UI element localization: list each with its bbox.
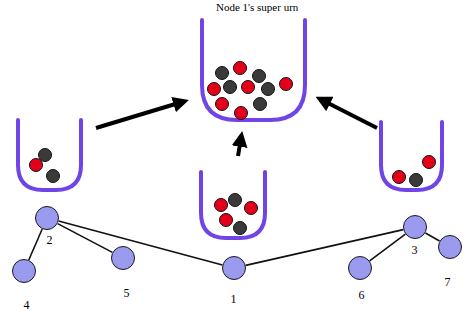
graph-node: 7 [438,235,462,259]
graph-node: 5 [111,246,135,270]
node-number: 3 [411,244,417,256]
node-number: 5 [123,287,129,299]
merge-arrow [238,138,241,156]
graph-edge [29,229,42,260]
urn [381,122,442,190]
node-number: 4 [23,299,29,311]
urn [18,120,81,190]
graph-node: 1 [222,256,246,280]
graph-node: 6 [348,256,372,280]
graph-node: 4 [12,259,36,283]
node-number: 2 [46,234,52,246]
super-urn [202,20,305,120]
graph-edge [59,221,223,265]
merge-arrow [322,100,377,128]
urn [201,172,265,238]
graph-edge [425,233,439,241]
graph-node: 3 [403,215,427,239]
red-balls [30,62,436,227]
graph-node: 2 [35,206,59,230]
node-number: 7 [444,276,450,288]
graph-edge [246,230,404,266]
graph-edge [370,234,406,261]
title: Node 1's super urn [216,1,298,14]
merge-arrow [96,102,182,128]
node-number: 6 [358,289,364,301]
dark-balls [39,67,423,235]
node-number: 1 [230,293,236,305]
